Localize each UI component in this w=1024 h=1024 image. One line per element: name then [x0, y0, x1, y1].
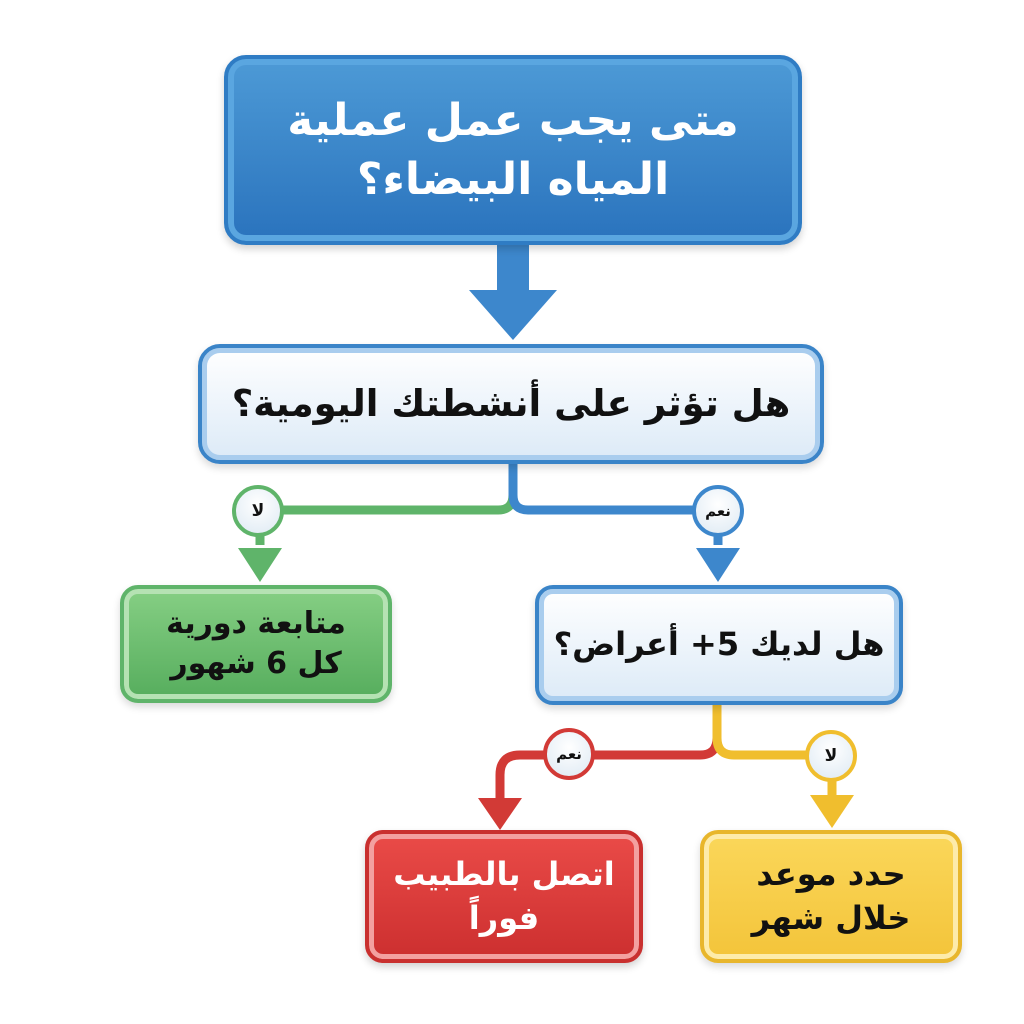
badge-label: لا — [251, 501, 265, 521]
result-line-1: متابعة دورية — [166, 605, 346, 641]
branch-1-yes-badge: نعم — [692, 485, 744, 537]
arrow-down-icon — [478, 798, 522, 830]
branch-2-no-badge: لا — [805, 730, 857, 782]
arrow-down-icon — [238, 548, 282, 582]
question-1-text: هل تؤثر على أنشطتك اليومية؟ — [231, 382, 791, 426]
root-line-2: المياه البيضاء؟ — [356, 154, 670, 205]
result-line-2: خلال شهر — [751, 898, 911, 937]
result-line-1: حدد موعد — [756, 855, 906, 894]
badge-label: نعم — [705, 502, 731, 520]
question-1-box: هل تؤثر على أنشطتك اليومية؟ — [198, 344, 824, 464]
badge-label: لا — [824, 746, 838, 766]
question-2-text: هل لديك 5+ أعراض؟ — [553, 625, 885, 664]
result-line-2: كل 6 شهور — [170, 646, 342, 681]
badge-label: نعم — [556, 745, 582, 763]
question-2-box: هل لديك 5+ أعراض؟ — [535, 585, 903, 705]
branch-2-yes-badge: نعم — [543, 728, 595, 780]
root-question-box: متى يجب عمل عملية المياه البيضاء؟ — [224, 55, 802, 245]
result-line-1: اتصل بالطبيب — [393, 855, 615, 894]
result-line-2: فوراً — [468, 898, 540, 937]
root-line-1: متى يجب عمل عملية — [287, 94, 739, 146]
result-periodic-followup-box: متابعة دورية كل 6 شهور — [120, 585, 392, 703]
arrow-down-icon — [810, 795, 854, 828]
arrow-down-icon — [696, 548, 740, 582]
result-call-doctor-box: اتصل بالطبيب فوراً — [365, 830, 643, 963]
result-schedule-appointment-box: حدد موعد خلال شهر — [700, 830, 962, 963]
branch-1-no-badge: لا — [232, 485, 284, 537]
arrow-down-icon — [469, 290, 557, 340]
root-arrow-shaft — [497, 245, 529, 295]
